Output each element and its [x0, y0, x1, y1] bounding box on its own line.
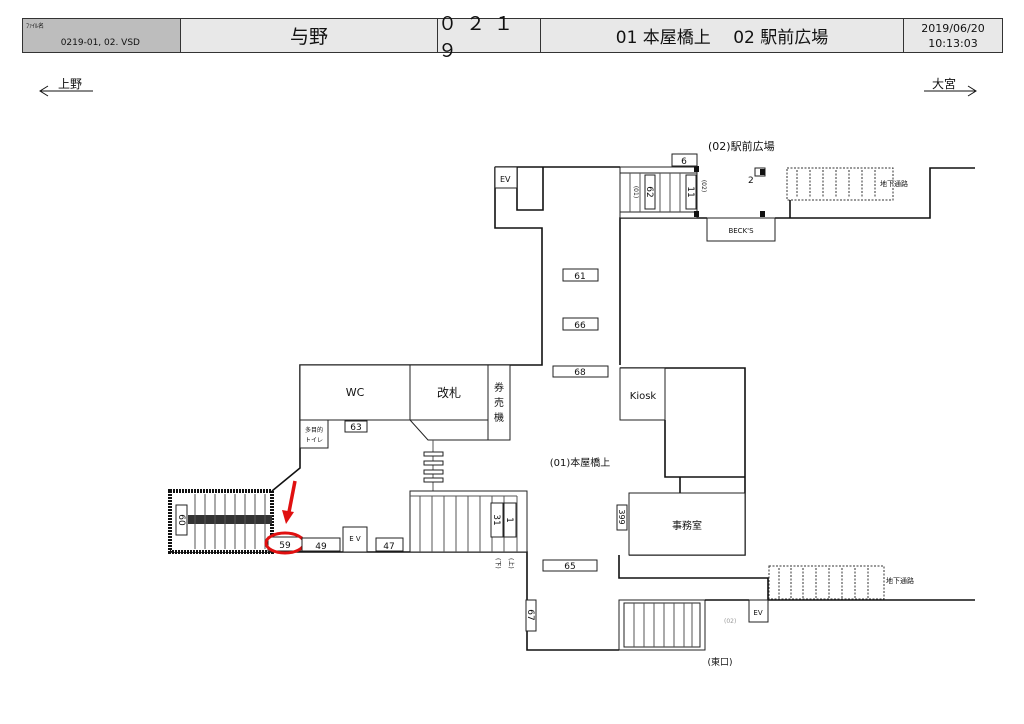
up-label: (上): [507, 558, 515, 569]
sign-66-label: 66: [574, 321, 586, 331]
ticket-machines: [487, 364, 511, 441]
ev-mid-label: E V: [349, 535, 361, 543]
mp-toilet-label-1: 多目的: [305, 426, 323, 434]
sign-399-label: 399: [617, 509, 626, 524]
ticket-label-1: 券: [494, 381, 504, 394]
ticket-label-2: 売: [494, 396, 504, 409]
sign-49-label: 49: [315, 542, 327, 552]
sign-1: [503, 502, 517, 538]
ev-bottom-label: EV: [753, 609, 762, 617]
ev-top-label: EV: [500, 175, 511, 184]
wc-label: WC: [346, 386, 365, 399]
down-label: (下): [494, 558, 501, 569]
area-02-label: (02)駅前広場: [708, 139, 775, 153]
underpass-top-label: 地下通路: [880, 179, 908, 188]
sign-47-label: 47: [383, 542, 394, 552]
direction-left: 上野: [58, 77, 82, 91]
underpass-stairs-top: [786, 167, 894, 218]
walls: [170, 166, 975, 651]
sign-399: [616, 504, 628, 531]
sign-47: [375, 537, 404, 552]
ticket-label-3: 機: [494, 411, 504, 424]
sign-68: [552, 365, 609, 378]
direction-right: 大宮: [932, 76, 956, 91]
stair-01-label: (01): [632, 186, 639, 198]
gate-label: 改札: [437, 386, 461, 400]
elevator-mid: [342, 526, 368, 553]
underpass-bottom-label: 地下通路: [886, 576, 914, 585]
file-name: 0219-01, 02. VSD: [60, 38, 140, 48]
multipurpose-toilet: [299, 419, 329, 449]
stairs-02: [619, 166, 699, 219]
timestamp: 2019/06/20 10:13:03: [904, 19, 1002, 52]
red-arrow-icon: [282, 480, 297, 524]
sign-60-label: 60: [176, 514, 186, 526]
kiosk-label: Kiosk: [630, 391, 657, 402]
elevator-top: [494, 166, 518, 189]
sign-59-label: 59: [279, 541, 291, 551]
sign-6: [671, 153, 698, 167]
kiosk: [619, 367, 666, 421]
sign-11: [685, 174, 697, 210]
sign-67: [525, 599, 537, 632]
time: 10:13:03: [928, 36, 978, 50]
area-01-label: (01)本屋橋上: [550, 456, 611, 469]
title-block: ﾌｧｲﾙ名 0219-01, 02. VSD 与野 ０２１９ 01 本屋橋上 0…: [22, 13, 1003, 62]
arrow-right-icon: [924, 85, 977, 97]
sign-61: [562, 268, 599, 282]
sign-2-label: 2: [748, 176, 754, 186]
sign-60: [175, 504, 188, 536]
sign-31-label: 31: [491, 514, 501, 525]
sign-11-label: 11: [685, 186, 695, 197]
becks-shop: [706, 217, 776, 242]
date: 2019/06/20: [921, 21, 985, 35]
sign-65: [542, 559, 598, 572]
sign-31: [490, 502, 504, 538]
exit-02-label: (02): [724, 618, 736, 625]
file-cell: ﾌｧｲﾙ名 0219-01, 02. VSD: [23, 19, 181, 52]
sign-49: [301, 537, 341, 552]
sign-63-label: 63: [350, 423, 361, 433]
sign-62: [644, 174, 656, 210]
sign-6-label: 6: [681, 157, 687, 167]
sign-67-label: 67: [525, 609, 535, 620]
sign-66: [562, 317, 599, 331]
underpass-stairs-bottom: [768, 565, 885, 600]
becks-label: BECK'S: [728, 227, 754, 235]
sign-68-label: 68: [574, 368, 586, 378]
elevator-bottom: [748, 599, 769, 623]
file-label: ﾌｧｲﾙ名: [26, 23, 45, 30]
sign-61-label: 61: [574, 272, 585, 282]
mp-toilet-label-2: トイレ: [305, 437, 323, 444]
office-label: 事務室: [672, 519, 702, 532]
area-names: 01 本屋橋上 02 駅前広場: [541, 19, 904, 52]
sign-63: [344, 420, 368, 433]
stair-02-label: (02): [700, 180, 707, 192]
wc-room: [299, 364, 411, 421]
sign-62-label: 62: [644, 186, 654, 197]
arrow-left-icon: [39, 85, 93, 97]
ticket-gates: [423, 440, 444, 491]
sign-65-label: 65: [564, 562, 575, 572]
sign-1-label: 1: [504, 517, 514, 523]
gate-room: [409, 364, 489, 421]
stairs-east: [618, 599, 706, 651]
east-exit-label: (東口): [707, 656, 732, 668]
office: [628, 492, 746, 556]
station-name: 与野: [181, 19, 438, 52]
